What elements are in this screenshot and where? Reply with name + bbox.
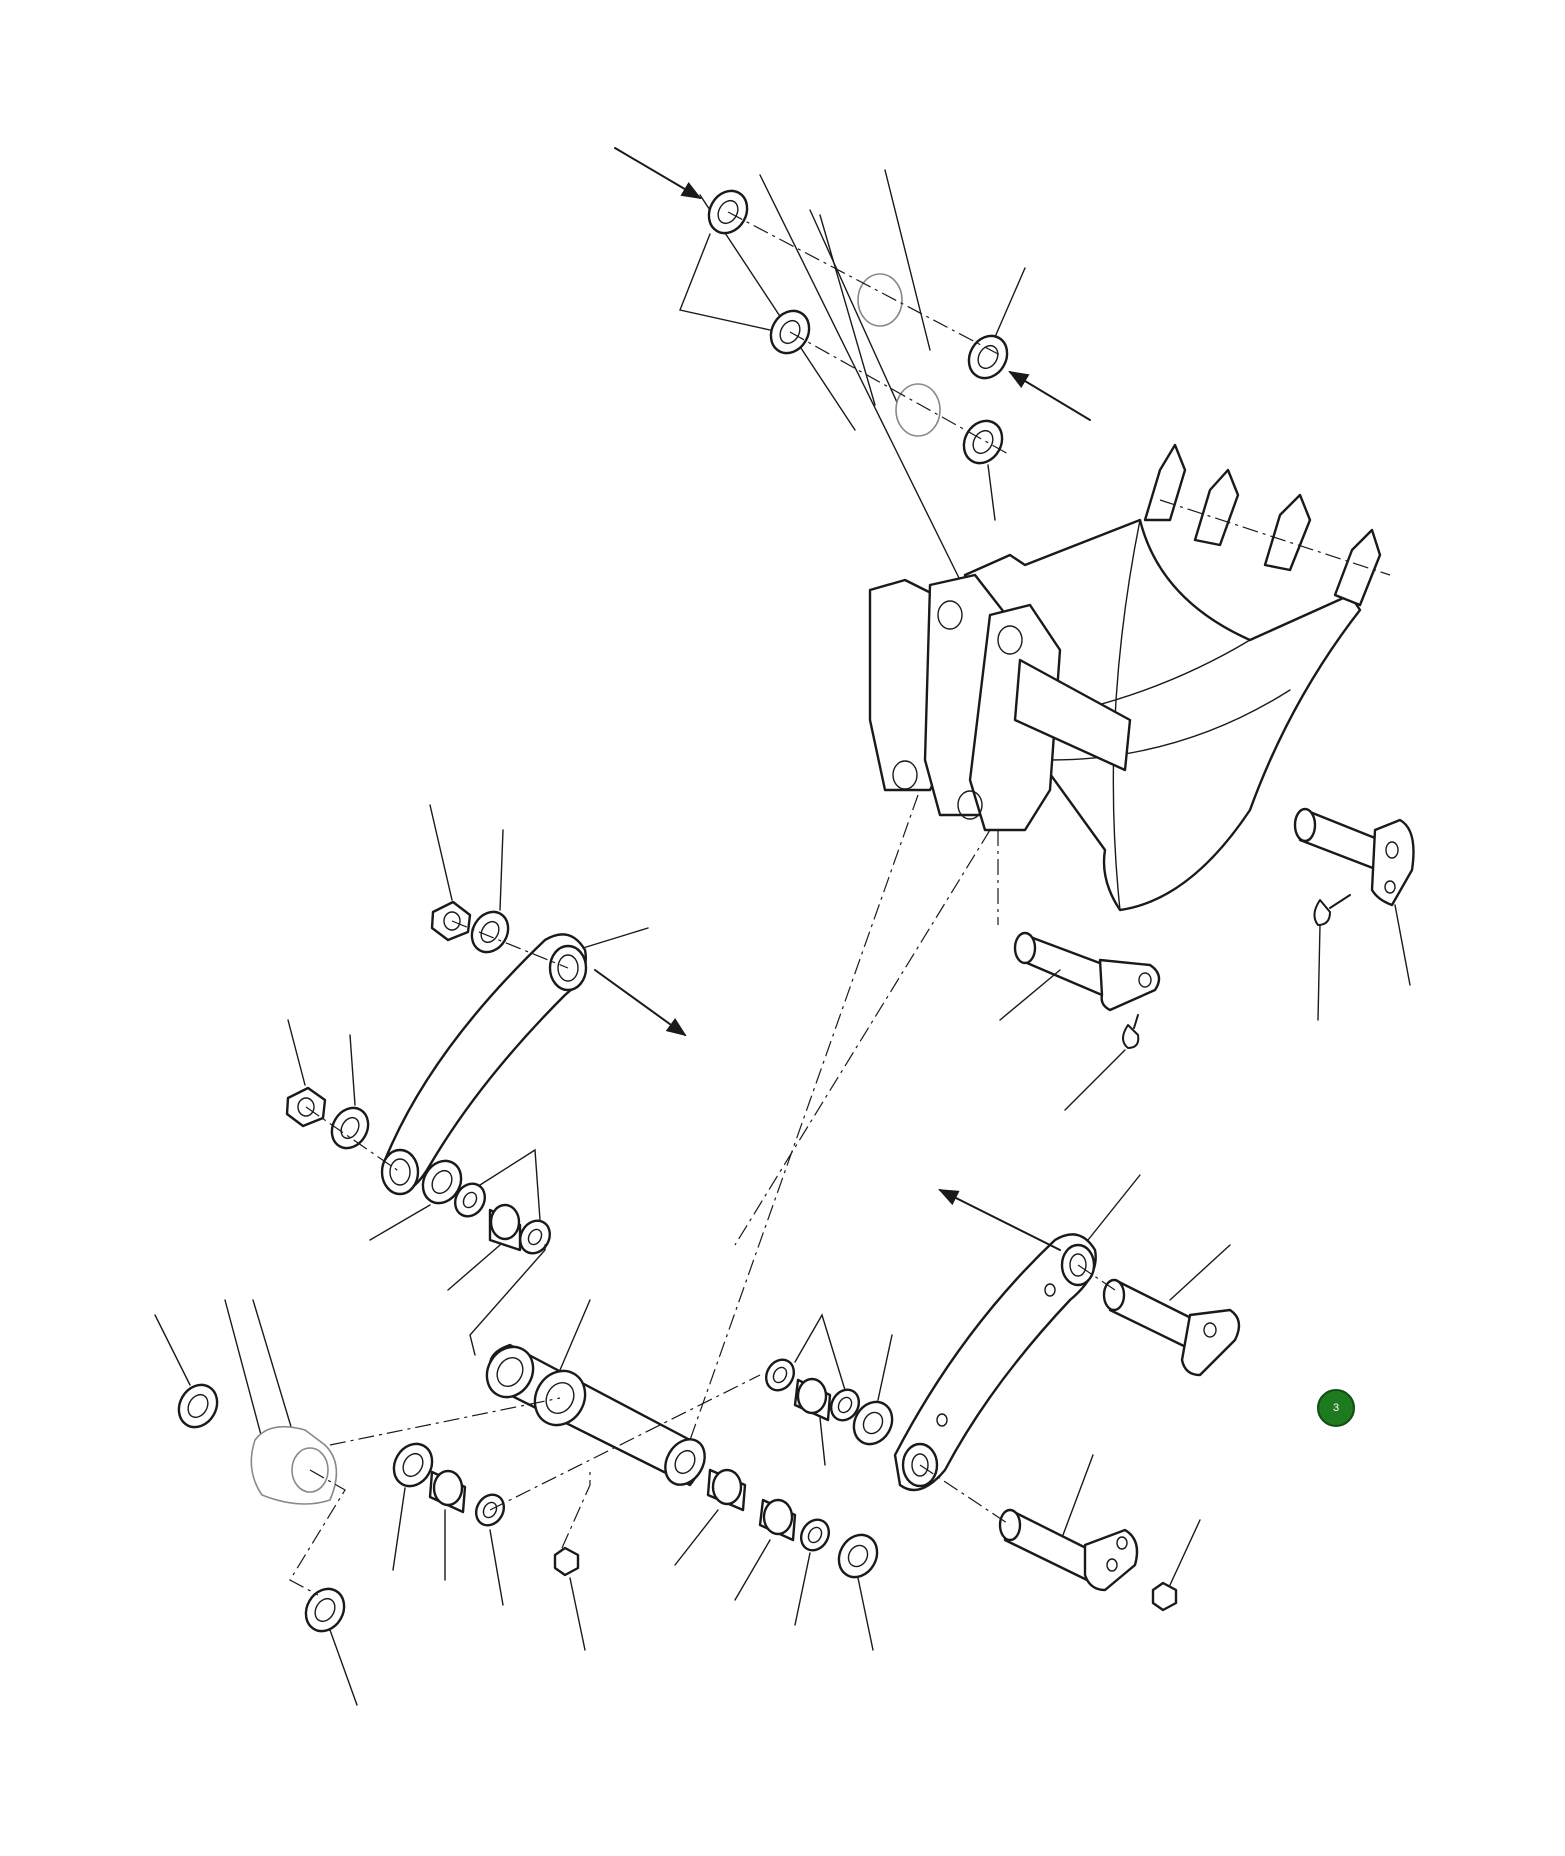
dipper-arm-outline: [699, 169, 961, 581]
bucket-pin-left: [997, 830, 1161, 1111]
top-leader-lines: [614, 147, 1091, 521]
bucket: [868, 443, 1391, 912]
bucket-pin-right: [1293, 807, 1415, 1021]
callout-badge-label: 3: [1332, 1402, 1340, 1414]
top-washer-group: [707, 189, 1011, 465]
lower-center-pin-assembly: [392, 1299, 879, 1651]
lower-right-link: [764, 1174, 1241, 1612]
assembly-guide-lines: [689, 794, 991, 1441]
upper-left-link: [285, 804, 687, 1356]
lower-left-arm-end: [154, 1299, 561, 1706]
callout-badge[interactable]: 3: [1317, 1389, 1355, 1427]
